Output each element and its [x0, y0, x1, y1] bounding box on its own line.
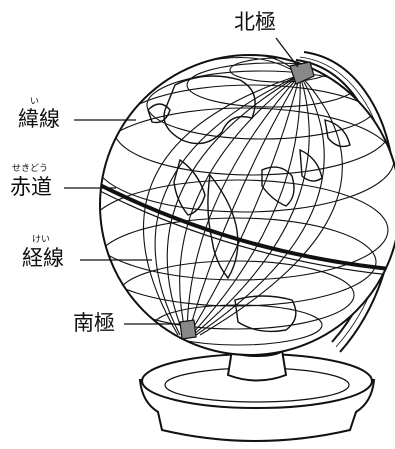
north-pole-label: 北極	[234, 10, 276, 34]
equator-line	[100, 183, 395, 277]
longitude-lines-label: 経線	[22, 246, 64, 270]
north-pole-leader	[275, 37, 299, 68]
latitude-reading: い	[30, 97, 40, 107]
south-pole-cap	[179, 319, 197, 340]
latitude-lines-label: 緯線	[18, 107, 60, 131]
north-pole-cap	[289, 61, 315, 85]
longitude-reading: けい	[32, 235, 51, 245]
leader-lines	[64, 37, 299, 325]
south-pole-label: 南極	[73, 311, 115, 335]
equator-reading: せきどう	[12, 164, 49, 174]
equator-label: 赤道	[10, 175, 52, 199]
continent-outlines	[147, 75, 351, 333]
globe-stand	[138, 343, 376, 442]
